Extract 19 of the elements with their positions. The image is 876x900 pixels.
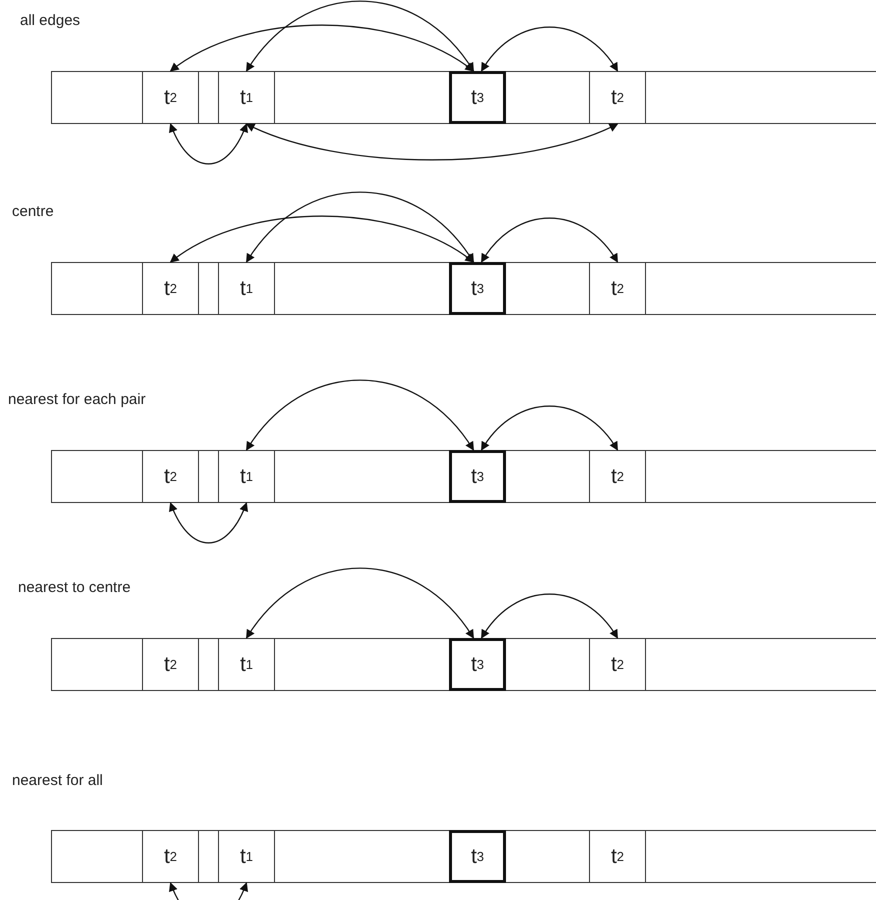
double-headed-arrow (481, 218, 618, 263)
double-headed-arrow (246, 0, 474, 72)
panel-title: nearest to centre (18, 579, 131, 596)
double-headed-arrow (170, 882, 248, 900)
double-headed-arrow (481, 26, 618, 72)
panel-title: nearest for all (12, 772, 103, 789)
double-headed-arrow (170, 502, 248, 544)
panel-title: centre (12, 203, 54, 220)
double-headed-arrow (246, 192, 474, 263)
double-headed-arrow (170, 24, 474, 72)
double-headed-arrow (246, 123, 618, 160)
double-headed-arrow (170, 123, 248, 164)
panel-title: nearest for each pair (8, 391, 146, 408)
panel-title: all edges (20, 12, 80, 29)
double-headed-arrow (481, 406, 618, 451)
double-headed-arrow (246, 380, 474, 451)
double-headed-arrow (481, 594, 618, 639)
double-headed-arrow (246, 568, 474, 639)
double-headed-arrow (170, 216, 474, 262)
